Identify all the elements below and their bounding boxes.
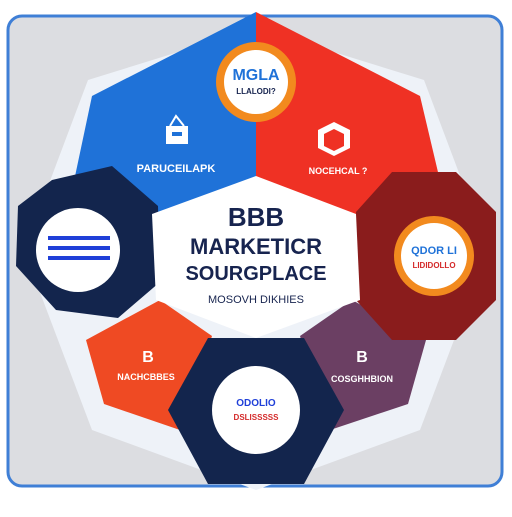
top-left-label: PARUCEILAPK bbox=[137, 163, 216, 175]
center-line-3: SOURGPLACE bbox=[185, 263, 326, 285]
bottom-right-label: COSGHHBION bbox=[331, 374, 393, 384]
center-line-1: BBB bbox=[228, 202, 284, 232]
top-badge-line-1: MGLA bbox=[232, 67, 280, 84]
bottom-badge-line-2: DSLISSSSS bbox=[234, 413, 280, 422]
center-panel bbox=[152, 176, 360, 338]
right-badge-line-1: QDOR LI bbox=[411, 245, 457, 257]
bottom-center-badge: ODOLIO DSLISSSSS bbox=[212, 366, 300, 454]
center-tagline: MOSOVH DIKHIES bbox=[208, 294, 304, 306]
top-badge: MGLA LLALODI? bbox=[216, 42, 296, 122]
bottom-left-icon: B bbox=[142, 349, 154, 366]
menu-lines-icon bbox=[36, 208, 120, 292]
right-badge: QDOR LI LIDIDOLLO bbox=[394, 216, 474, 296]
center-line-2: MARKETICR bbox=[190, 234, 322, 259]
bottom-left-label: NACHCBBES bbox=[117, 372, 175, 382]
package-box-icon bbox=[318, 122, 350, 156]
bottom-right-icon: B bbox=[356, 349, 368, 366]
right-badge-line-2: LIDIDOLLO bbox=[412, 261, 455, 270]
bottom-badge-line-1: ODOLIO bbox=[236, 398, 276, 409]
shopping-bag-icon bbox=[166, 114, 188, 144]
top-right-label: NOCEHCAL ? bbox=[309, 166, 368, 176]
top-badge-line-2: LLALODI? bbox=[236, 87, 276, 96]
